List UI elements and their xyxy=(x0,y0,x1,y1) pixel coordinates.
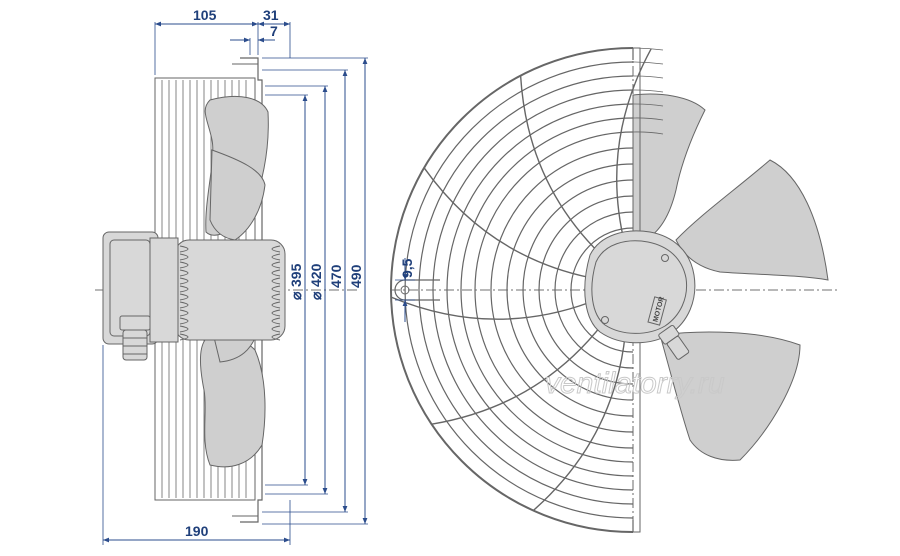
dim-395: 395 xyxy=(288,263,304,287)
dim-105: 105 xyxy=(193,7,217,23)
dim-490: 490 xyxy=(348,264,364,288)
motor-housing xyxy=(584,230,696,344)
motor-mount xyxy=(149,237,179,343)
dim-470: 470 xyxy=(328,264,344,288)
blade-front-bottom xyxy=(659,331,801,461)
blade-front-right xyxy=(675,159,829,281)
screw-icon xyxy=(661,254,669,262)
motor-label-plate xyxy=(647,296,667,326)
cable-gland xyxy=(119,315,151,331)
dim-31: 31 xyxy=(263,7,279,23)
dim-420: 420 xyxy=(308,263,324,287)
dim-7: 7 xyxy=(270,23,278,39)
rotor-body xyxy=(174,239,286,341)
screw-icon xyxy=(601,316,609,324)
blade-side-mid xyxy=(209,149,266,241)
blade-side-bottom xyxy=(199,334,266,468)
dim-9-5: 9,5 xyxy=(399,258,415,278)
blade-front-top xyxy=(632,93,706,246)
side-view: 105 31 7 190 ⌀ 395 ⌀ 420 470 xyxy=(95,7,368,545)
dim-190: 190 xyxy=(185,523,209,539)
cable-gland-front xyxy=(658,324,690,360)
dim-d-symbol-420: ⌀ xyxy=(308,291,324,300)
dim-d-symbol-395: ⌀ xyxy=(288,291,304,300)
front-view: 9,5 MOTOR ventilatorry.ru xyxy=(390,47,840,533)
watermark: ventilatorry.ru xyxy=(545,367,725,400)
guard-rings xyxy=(390,47,664,533)
